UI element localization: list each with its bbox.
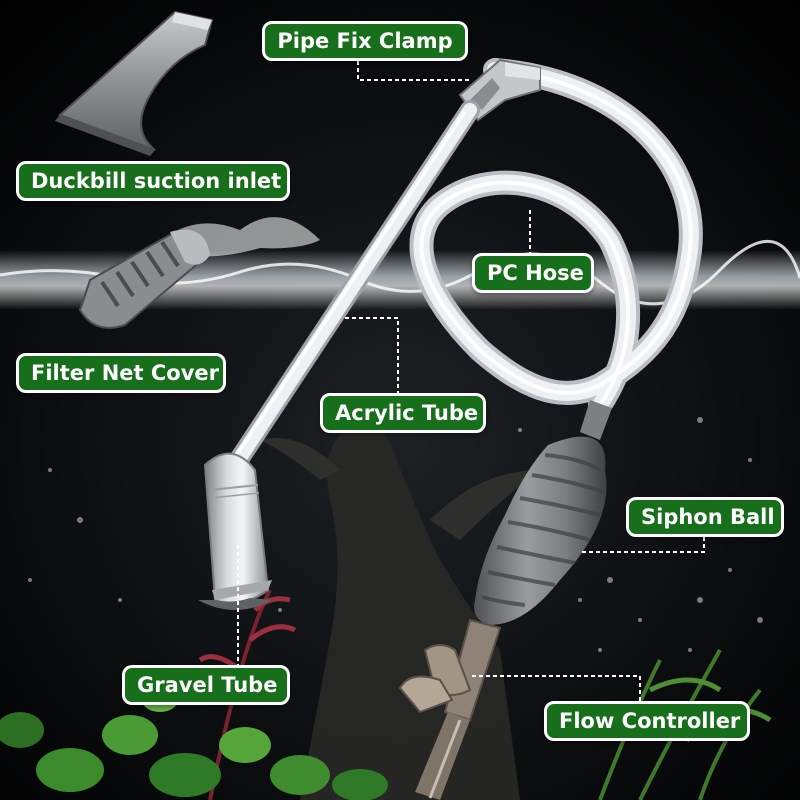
- acrylic-tube: [222, 100, 480, 480]
- duckbill-suction-inlet: [55, 10, 214, 156]
- flow-controller: [398, 618, 502, 800]
- filter-net-cover-label: Filter Net Cover: [16, 353, 226, 393]
- siphon-ball-label: Siphon Ball: [626, 497, 784, 537]
- filter-net-cover: [78, 229, 210, 329]
- leader-flow-controller: [470, 675, 641, 701]
- gravel-tube-label: Gravel Tube: [122, 665, 290, 705]
- gravel-tube: [198, 452, 272, 610]
- pipe-fix-clamp: [458, 58, 541, 122]
- leader-pipe-fix-clamp: [357, 61, 470, 81]
- pipe-fix-clamp-label: Pipe Fix Clamp: [262, 21, 468, 61]
- pc-hose: [409, 58, 703, 417]
- leader-acrylic-tube: [345, 317, 399, 393]
- pc-hose-label: PC Hose: [472, 253, 594, 293]
- leader-lines: [237, 61, 705, 701]
- siphon-ball: [474, 400, 612, 625]
- acrylic-tube-label: Acrylic Tube: [320, 393, 486, 433]
- leader-siphon-ball: [580, 537, 705, 553]
- flow-controller-label: Flow Controller: [544, 701, 750, 741]
- duckbill-suction-inlet-label: Duckbill suction inlet: [16, 161, 290, 201]
